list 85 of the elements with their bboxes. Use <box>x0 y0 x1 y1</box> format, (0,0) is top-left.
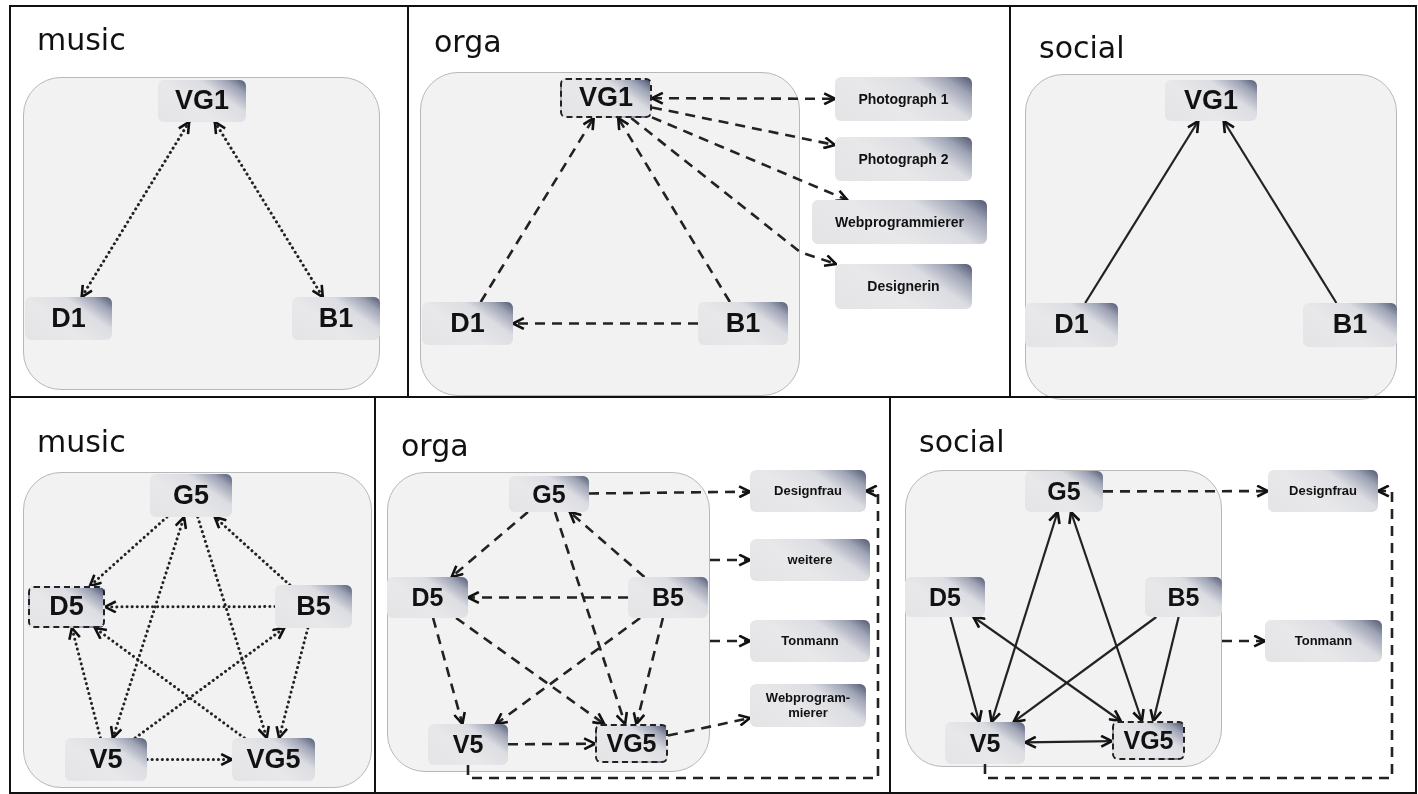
arrow <box>949 616 983 724</box>
arrow <box>431 617 467 726</box>
arrow <box>80 120 191 299</box>
arrow <box>1084 119 1200 304</box>
arrow <box>568 510 646 578</box>
role-box: Webprogram- mierer <box>750 684 866 727</box>
arrow <box>275 626 310 740</box>
role-box: G5 <box>509 476 589 512</box>
role-box: D5 <box>387 577 468 618</box>
role-box: V5 <box>65 738 147 781</box>
role-box: B1 <box>292 297 380 340</box>
role-box: Photograph 1 <box>835 77 972 121</box>
role-box: Designerin <box>835 264 972 309</box>
arrow <box>1103 484 1270 498</box>
arrow <box>1023 734 1114 749</box>
arrow <box>479 116 595 303</box>
arrow <box>1012 616 1157 724</box>
panel-heading: music <box>37 424 126 459</box>
arrow <box>196 515 271 740</box>
role-box: G5 <box>150 474 232 517</box>
arrow <box>616 116 731 303</box>
role-box: VG1 <box>560 78 652 118</box>
role-box: D1 <box>422 302 513 345</box>
role-box: D5 <box>905 577 985 617</box>
arrow <box>1222 119 1338 304</box>
arrow <box>651 106 837 150</box>
arrow <box>1222 634 1267 648</box>
role-box: VG5 <box>1112 721 1185 760</box>
role-box: V5 <box>428 724 508 765</box>
arrow <box>213 120 325 299</box>
role-box: Designfrau <box>750 470 866 512</box>
role-box: B5 <box>628 577 708 618</box>
arrow <box>988 510 1061 724</box>
arrow <box>1068 510 1145 723</box>
role-box: B5 <box>275 585 352 628</box>
arrow <box>213 515 292 587</box>
role-box: Tonmann <box>750 620 870 662</box>
arrow <box>466 590 628 605</box>
arrow <box>630 117 838 267</box>
panel-heading: social <box>1039 30 1125 65</box>
role-box: Photograph 2 <box>835 137 972 181</box>
arrow <box>651 116 849 203</box>
arrow <box>450 511 529 579</box>
arrow <box>710 634 752 648</box>
arrow <box>1149 616 1180 723</box>
arrow <box>103 600 277 614</box>
arrow <box>650 91 837 106</box>
arrow <box>511 316 698 331</box>
arrow <box>710 553 752 567</box>
arrow <box>983 484 1394 780</box>
panel-heading: social <box>919 424 1005 459</box>
arrow <box>93 626 246 740</box>
arrow <box>589 485 752 499</box>
arrow <box>145 752 234 767</box>
role-box: D1 <box>1025 303 1118 347</box>
role-box: weitere <box>750 539 870 581</box>
arrow <box>553 511 629 726</box>
role-box: B1 <box>1303 303 1397 347</box>
role-box: VG1 <box>1165 80 1257 121</box>
arrow <box>494 616 641 726</box>
panel-heading: orga <box>401 428 469 463</box>
role-box: Webprogrammierer <box>812 200 987 244</box>
role-box: VG5 <box>232 738 315 781</box>
arrow <box>972 615 1123 723</box>
role-box: B1 <box>698 302 788 345</box>
arrow <box>632 617 665 726</box>
role-box: D5 <box>28 586 105 628</box>
role-box: VG5 <box>595 724 668 763</box>
arrow <box>667 713 752 737</box>
arrow <box>455 616 606 726</box>
role-box: VG1 <box>158 80 246 122</box>
role-box: B5 <box>1145 577 1222 617</box>
role-box: Tonmann <box>1265 620 1382 662</box>
role-box: Designfrau <box>1268 470 1378 512</box>
arrow <box>88 515 169 588</box>
role-box: V5 <box>945 722 1025 764</box>
panel-heading: orga <box>434 24 502 59</box>
arrow <box>508 737 597 751</box>
arrow <box>466 484 880 780</box>
arrow <box>133 626 286 740</box>
role-box: G5 <box>1025 471 1103 512</box>
role-box: D1 <box>25 297 112 340</box>
panel-heading: music <box>37 22 126 57</box>
arrow <box>68 626 102 740</box>
arrow <box>109 515 188 740</box>
